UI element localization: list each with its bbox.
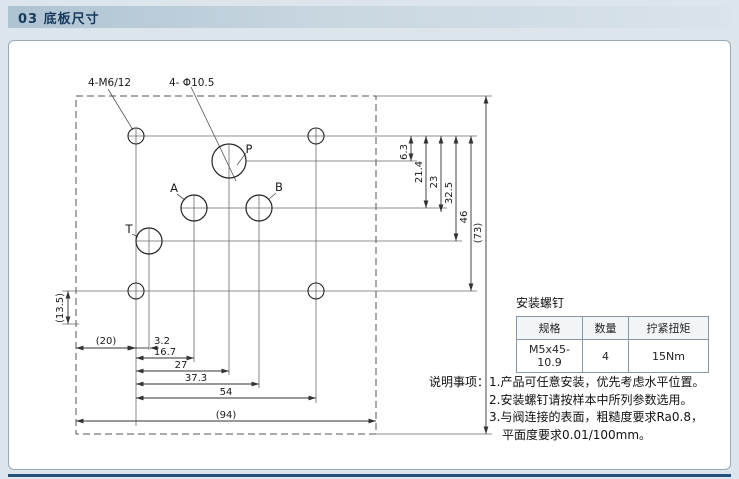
dim-label-bottom-1: 3.2 <box>154 336 170 347</box>
screw-table-title: 安装螺钉 <box>516 296 565 310</box>
mount-hole-bottom-left <box>127 282 145 300</box>
port-label-t: T <box>124 222 133 236</box>
dim-label-left-0: (13.5) <box>55 293 66 323</box>
callout-corner-holes: 4-M6/12 <box>88 77 131 89</box>
dim-label-bottom-0: (20) <box>96 336 117 347</box>
screw-table-header-torque: 拧紧扭矩 <box>628 316 709 340</box>
screw-spec-table: 规格 数量 拧紧扭矩 M5x45-10.9 4 15Nm <box>516 316 709 373</box>
mounting-holes <box>127 127 325 300</box>
port-label-p: P <box>246 142 253 156</box>
leader-lines <box>107 86 277 238</box>
port-hole-t <box>135 227 163 255</box>
dim-label-bottom-4: 37.3 <box>185 373 207 384</box>
dim-label-right-3: 32.5 <box>444 182 455 204</box>
dim-label-bottom-2: 16.7 <box>154 347 176 358</box>
callout-port-holes: 4- Φ10.5 <box>169 77 214 89</box>
note-line-3: 3.与阀连接的表面，粗糙度要求Ra0.8， <box>489 410 703 424</box>
dimension-lines <box>65 96 489 434</box>
drawing-panel: 4-M6/12 4- Φ10.5 P A B T 6.3 21.4 23 32.… <box>8 40 731 470</box>
screw-torque-value: 15Nm <box>628 339 709 373</box>
screw-spec-value: M5x45-10.9 <box>516 339 583 373</box>
dim-label-right-2: 23 <box>429 176 440 189</box>
dim-label-bottom-6: (94) <box>216 410 237 421</box>
mount-hole-top-right <box>307 127 325 145</box>
port-label-b: B <box>275 180 283 194</box>
notes: 说明事项：1.产品可任意安装，优先考虑水平位置。 2.安装螺钉请按样本中所列参数… <box>429 374 704 444</box>
mount-hole-bottom-right <box>307 282 325 300</box>
mount-hole-top-left <box>127 127 145 145</box>
note-line-1: 说明事项：1.产品可任意安装，优先考虑水平位置。 <box>429 375 705 389</box>
screw-qty-value: 4 <box>582 339 629 373</box>
screw-table-row: M5x45-10.9 4 15Nm <box>516 339 709 373</box>
screw-table-header-qty: 数量 <box>582 316 629 340</box>
dim-label-right-1: 21.4 <box>414 161 425 183</box>
screw-table: 安装螺钉 规格 数量 拧紧扭矩 M5x45-10.9 4 15Nm <box>516 294 709 373</box>
dim-label-right-5: (73) <box>473 223 484 244</box>
extension-lines <box>62 95 492 435</box>
port-hole-p <box>211 143 247 179</box>
screw-table-header-spec: 规格 <box>516 316 583 340</box>
section-header-bar: 03 底板尺寸 <box>8 6 731 28</box>
port-hole-a <box>180 194 208 222</box>
note-line-2: 2.安装螺钉请按样本中所列参数选用。 <box>489 392 693 407</box>
screw-table-header-row: 规格 数量 拧紧扭矩 <box>516 316 709 340</box>
note-line-4: 平面度要求0.01/100mm。 <box>502 427 652 442</box>
plate-drawing: 4-M6/12 4- Φ10.5 P A B T 6.3 21.4 23 32.… <box>55 77 492 435</box>
dim-label-bottom-5: 54 <box>220 387 233 398</box>
port-holes <box>135 143 273 255</box>
port-label-a: A <box>170 181 178 195</box>
dim-label-bottom-3: 27 <box>175 360 188 371</box>
dim-label-right-4: 46 <box>459 211 470 224</box>
plate-outline <box>75 95 377 435</box>
port-hole-b <box>245 194 273 222</box>
dim-label-right-0: 6.3 <box>399 144 410 160</box>
bottom-accent-bar <box>8 474 731 477</box>
page-title: 03 底板尺寸 <box>18 11 100 27</box>
